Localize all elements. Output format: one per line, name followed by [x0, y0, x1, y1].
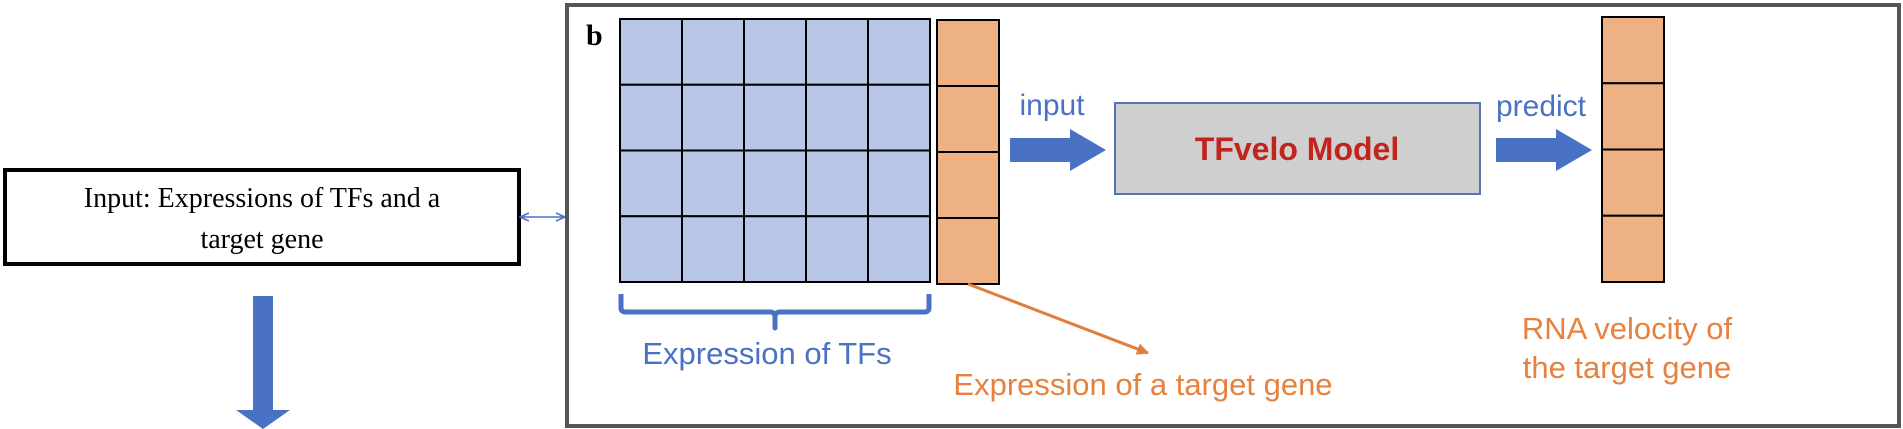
target-vector-cell [936, 19, 1000, 87]
tf-matrix-cell [619, 83, 683, 152]
input-box-line2: target gene [200, 224, 323, 255]
tf-matrix-cell [867, 18, 931, 86]
velocity-output-vector [1601, 16, 1665, 283]
tf-brace [618, 294, 932, 331]
tf-matrix-cell [805, 18, 869, 86]
target-vector-cell [936, 217, 1000, 285]
tf-matrix-cell [743, 149, 807, 218]
tf-matrix-cell [867, 149, 931, 218]
tf-matrix-cell [681, 215, 745, 283]
tf-caption: Expression of TFs [642, 336, 891, 371]
model-box [1114, 102, 1481, 195]
velocity-caption-line1: RNA velocity of [1522, 311, 1733, 346]
target-pointer-arrow [967, 282, 1149, 355]
tf-matrix-cell [743, 83, 807, 152]
tf-matrix-cell [681, 83, 745, 152]
velocity-vector-cell [1601, 214, 1665, 283]
input-box: Input: Expressions of TFs and a target g… [3, 168, 521, 266]
tf-matrix-cell [681, 149, 745, 218]
tf-matrix-cell [743, 18, 807, 86]
tf-matrix-cell [619, 215, 683, 283]
velocity-vector-cell [1601, 16, 1665, 85]
tf-expression-matrix [619, 18, 931, 283]
tf-matrix-cell [619, 18, 683, 86]
input-box-line1: Input: Expressions of TFs and a [84, 183, 441, 214]
down-arrow-icon [236, 296, 290, 429]
target-vector-cell [936, 85, 1000, 153]
predict-arrow-label: predict [1496, 90, 1587, 123]
tf-matrix-cell [867, 83, 931, 152]
input-arrow-label: input [1019, 89, 1085, 122]
velocity-vector-cell [1601, 148, 1665, 217]
velocity-caption-line2: the target gene [1523, 350, 1732, 385]
target-expression-vector [936, 19, 1000, 285]
panel-label: b [586, 19, 603, 52]
predict-arrow-icon [1496, 129, 1592, 171]
target-caption: Expression of a target gene [953, 367, 1332, 402]
input-arrow-icon [1010, 129, 1106, 171]
tf-matrix-cell [805, 83, 869, 152]
tf-matrix-cell [805, 149, 869, 218]
tf-matrix-cell [619, 149, 683, 218]
panel-b-frame [565, 3, 1901, 428]
tf-matrix-cell [805, 215, 869, 283]
model-label: TFvelo Model [1195, 131, 1399, 167]
velocity-vector-cell [1601, 82, 1665, 151]
tf-matrix-cell [743, 215, 807, 283]
target-vector-cell [936, 151, 1000, 219]
tf-matrix-cell [867, 215, 931, 283]
tf-matrix-cell [681, 18, 745, 86]
